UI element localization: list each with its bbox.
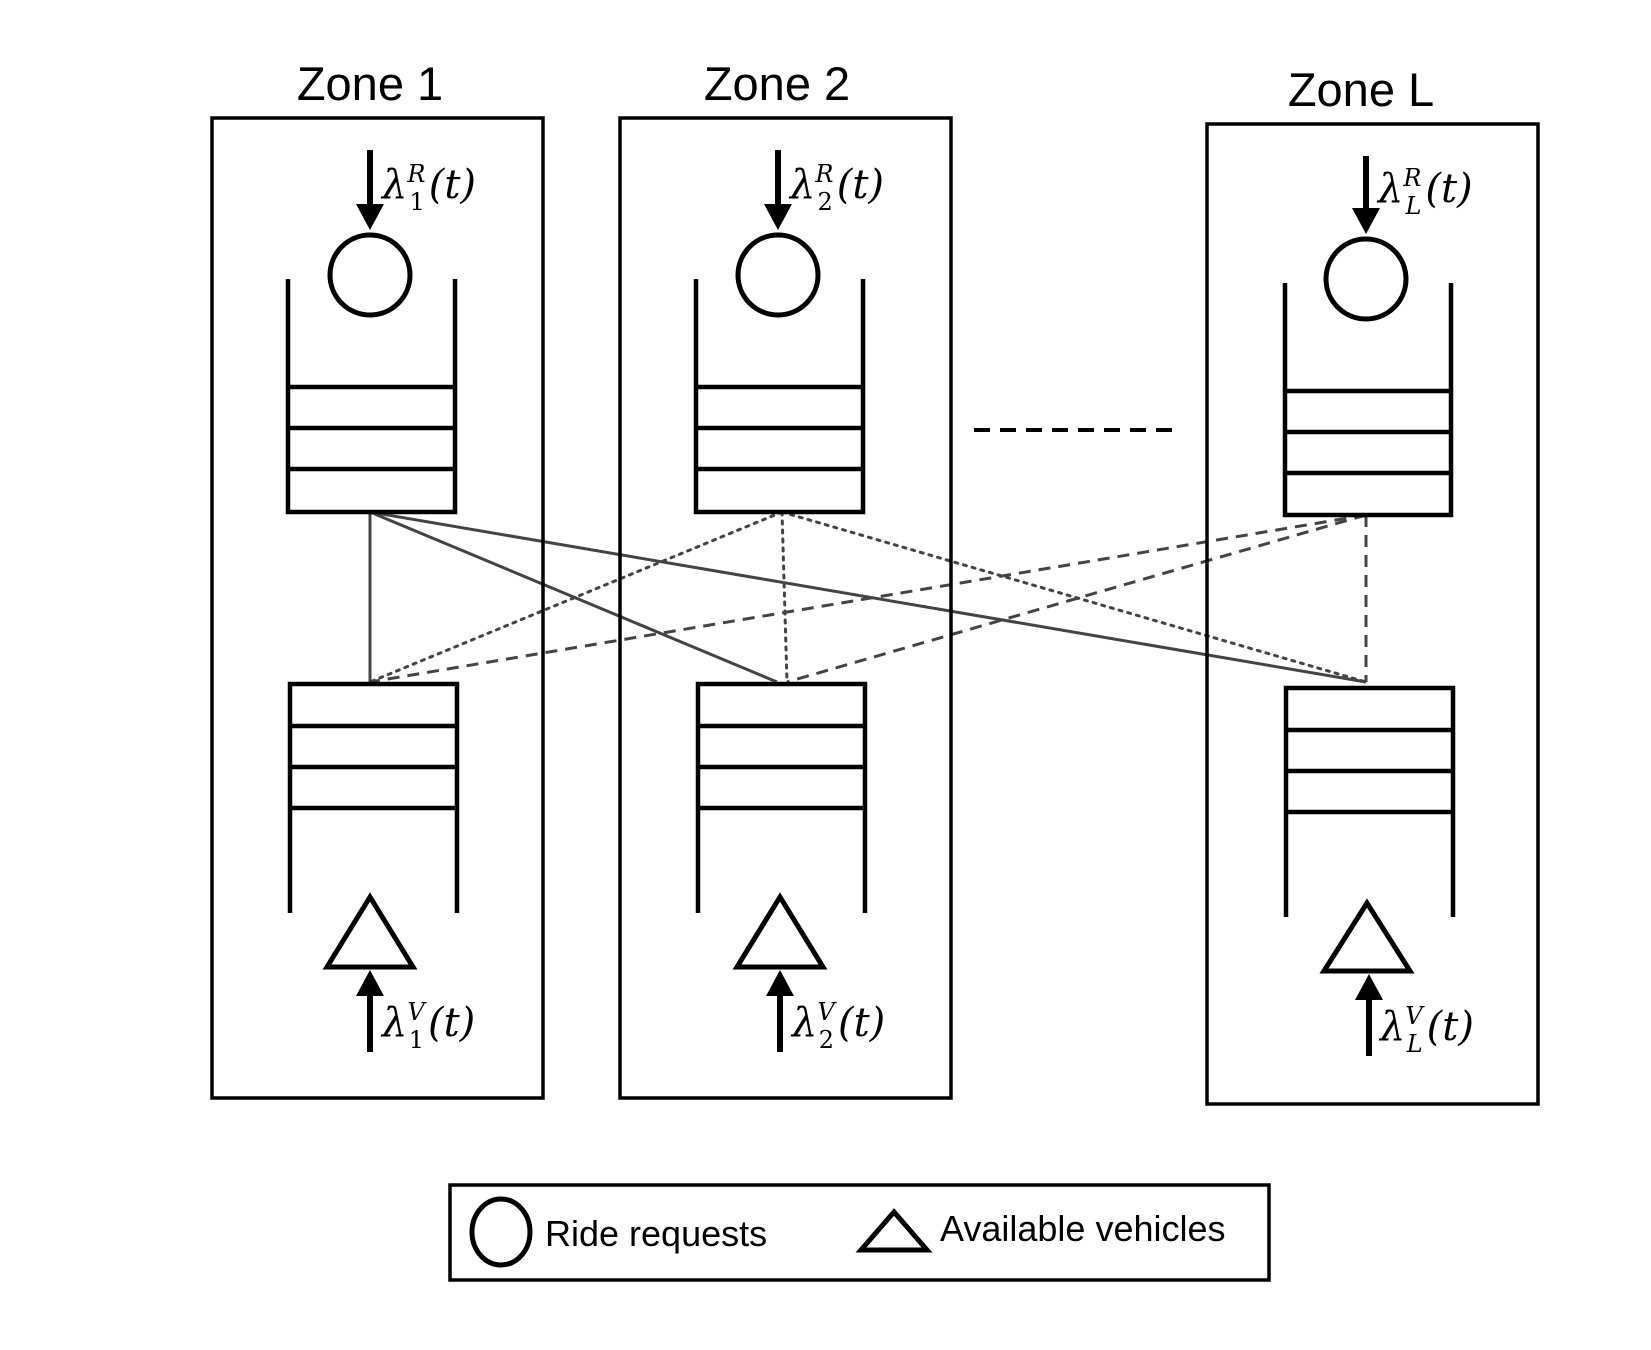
available-vehicle-triangle bbox=[1319, 898, 1415, 974]
available-vehicle-triangle bbox=[732, 892, 828, 970]
vehicle-arrival-arrow bbox=[766, 970, 794, 1052]
zone-frame bbox=[1205, 122, 1540, 1106]
ride-request-circle bbox=[327, 232, 413, 318]
request-arrival-arrow bbox=[356, 150, 384, 230]
link-rL-v2 bbox=[786, 513, 1367, 684]
vehicle-queue bbox=[1283, 685, 1456, 917]
zone-title: Zone 1 bbox=[297, 57, 443, 110]
request-arrival-arrow bbox=[764, 150, 792, 230]
vehicle-queue bbox=[287, 681, 460, 913]
legend-circle-icon bbox=[469, 1196, 533, 1268]
vehicle-arrival-arrow bbox=[1355, 974, 1383, 1056]
link-r2-v1 bbox=[368, 510, 784, 684]
request-queue bbox=[693, 279, 866, 515]
link-rL-v1 bbox=[369, 513, 1367, 684]
vehicle-queue bbox=[695, 681, 868, 913]
vehicle-arrival-arrow bbox=[356, 970, 384, 1052]
ride-request-circle bbox=[735, 232, 821, 318]
legend-triangle-icon bbox=[855, 1208, 933, 1253]
link-r2-vL bbox=[780, 510, 1368, 684]
zone-frame bbox=[210, 116, 545, 1100]
available-vehicle-triangle bbox=[322, 892, 418, 970]
zone-frame bbox=[618, 116, 953, 1100]
legend-ride-requests-label: Ride requests bbox=[545, 1213, 767, 1254]
request-queue bbox=[1282, 283, 1454, 518]
legend-available-vehicles-label: Available vehicles bbox=[940, 1208, 1226, 1249]
link-r2-v2 bbox=[780, 510, 789, 684]
matching-links bbox=[368, 510, 1368, 684]
ride-request-circle bbox=[1323, 236, 1409, 322]
legend-frame bbox=[448, 1183, 1271, 1282]
request-arrival-arrow bbox=[1352, 156, 1380, 234]
zone-title: Zone 2 bbox=[704, 57, 850, 110]
request-queue bbox=[285, 279, 458, 515]
zone-title: Zone L bbox=[1288, 63, 1434, 116]
legend: Ride requests Available vehicles bbox=[448, 1183, 1271, 1282]
